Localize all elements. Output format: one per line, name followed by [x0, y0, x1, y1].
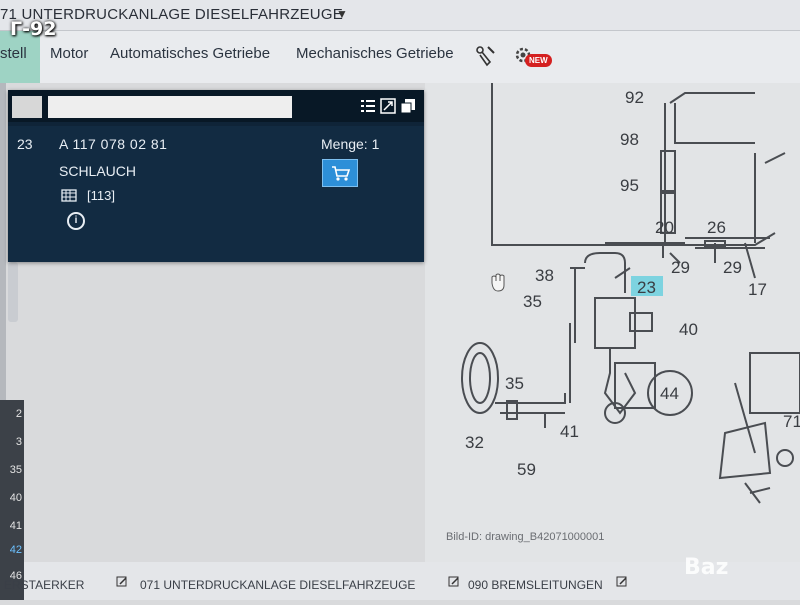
- panel-header-field[interactable]: [48, 96, 292, 118]
- info-icon[interactable]: i: [67, 212, 85, 230]
- watermark-logo: Baz: [684, 555, 729, 580]
- drawing-label[interactable]: 32: [465, 433, 484, 452]
- hand-cursor-icon: [491, 273, 505, 292]
- tab-mechanisches-getriebe[interactable]: Mechanisches Getriebe: [296, 45, 454, 62]
- drawing-label[interactable]: 20: [655, 218, 674, 237]
- parts-drawing[interactable]: 92 98 95 20 26 29 29 17 38 35 23 40 44 3…: [425, 83, 800, 600]
- breadcrumb-item[interactable]: ERSTAERKER: [4, 578, 85, 592]
- title-bar: 71 UNTERDRUCKANLAGE DIESELFAHRZEUGE ▼: [0, 0, 800, 31]
- tab-motor[interactable]: Motor: [50, 45, 89, 62]
- row-number: 40: [9, 492, 22, 504]
- drawing-label[interactable]: 29: [723, 258, 742, 277]
- drawing-label[interactable]: 95: [620, 176, 639, 195]
- edit-icon[interactable]: [448, 576, 460, 588]
- panel-header: [8, 90, 424, 122]
- breadcrumb-bar: ERSTAERKER 071 UNTERDRUCKANLAGE DIESELFA…: [4, 562, 800, 600]
- item-number: 23: [17, 136, 33, 152]
- row-number: 2: [15, 408, 22, 420]
- overlay-label: Г-92: [10, 18, 57, 40]
- edit-icon[interactable]: [616, 576, 628, 588]
- row-number-selected: 42: [9, 544, 22, 556]
- quantity-label: Menge: 1: [321, 136, 380, 152]
- drawing-label-highlighted[interactable]: 23: [637, 278, 656, 297]
- breadcrumb-item[interactable]: 090 BREMSLEITUNGEN: [468, 578, 603, 592]
- tab-automatisches-getriebe[interactable]: Automatisches Getriebe: [110, 45, 271, 62]
- drawing-label[interactable]: 35: [523, 292, 542, 311]
- window-title[interactable]: 71 UNTERDRUCKANLAGE DIESELFAHRZEUGE: [0, 6, 343, 23]
- scrollbar[interactable]: [8, 262, 18, 322]
- row-number: 41: [9, 520, 22, 532]
- panel-body: 23 A 117 078 02 81 SCHLAUCH [113] i Meng…: [8, 126, 424, 262]
- drawing-label[interactable]: 38: [535, 266, 554, 285]
- dropdown-caret-icon[interactable]: ▼: [336, 7, 348, 21]
- expand-icon[interactable]: [380, 98, 396, 114]
- part-detail-panel: 23 A 117 078 02 81 SCHLAUCH [113] i Meng…: [8, 90, 424, 262]
- drawing-label[interactable]: 59: [517, 460, 536, 479]
- copy-icon[interactable]: [400, 98, 416, 114]
- drawing-label[interactable]: 44: [660, 384, 679, 403]
- panel-header-checkbox[interactable]: [12, 96, 42, 118]
- diagram-svg: 92 98 95 20 26 29 29 17 38 35 23 40 44 3…: [461, 83, 800, 504]
- drawing-label[interactable]: 35: [505, 374, 524, 393]
- drawing-label[interactable]: 98: [620, 130, 639, 149]
- breadcrumb-item[interactable]: 071 UNTERDRUCKANLAGE DIESELFAHRZEUGE: [140, 578, 416, 592]
- reference: [113]: [87, 188, 115, 203]
- part-number: A 117 078 02 81: [59, 136, 168, 152]
- drawing-label[interactable]: 41: [560, 422, 579, 441]
- edit-icon[interactable]: [116, 576, 128, 588]
- drawing-label[interactable]: 92: [625, 88, 644, 107]
- bild-id: Bild-ID: drawing_B42071000001: [446, 531, 605, 543]
- drawing-label[interactable]: 40: [679, 320, 698, 339]
- add-to-cart-button[interactable]: [322, 159, 358, 187]
- cart-icon: [332, 166, 351, 181]
- row-number-column: 2 3 35 40 41 42 46: [0, 400, 24, 600]
- tab-bar: stell Motor Automatisches Getriebe Mecha…: [0, 31, 800, 83]
- tools-icon[interactable]: [472, 43, 498, 69]
- row-number: 3: [15, 436, 22, 448]
- drawing-label[interactable]: 29: [671, 258, 690, 277]
- part-name: SCHLAUCH: [59, 163, 137, 179]
- row-number: 46: [9, 570, 22, 582]
- drawing-label[interactable]: 17: [748, 280, 767, 299]
- new-badge: NEW: [525, 54, 552, 67]
- list-icon[interactable]: [360, 98, 376, 114]
- calendar-icon: [61, 189, 77, 202]
- row-number: 35: [9, 464, 22, 476]
- drawing-label[interactable]: 71: [783, 412, 800, 431]
- tab-stell[interactable]: stell: [0, 31, 40, 83]
- left-strip: [0, 83, 6, 600]
- drawing-label[interactable]: 26: [707, 218, 726, 237]
